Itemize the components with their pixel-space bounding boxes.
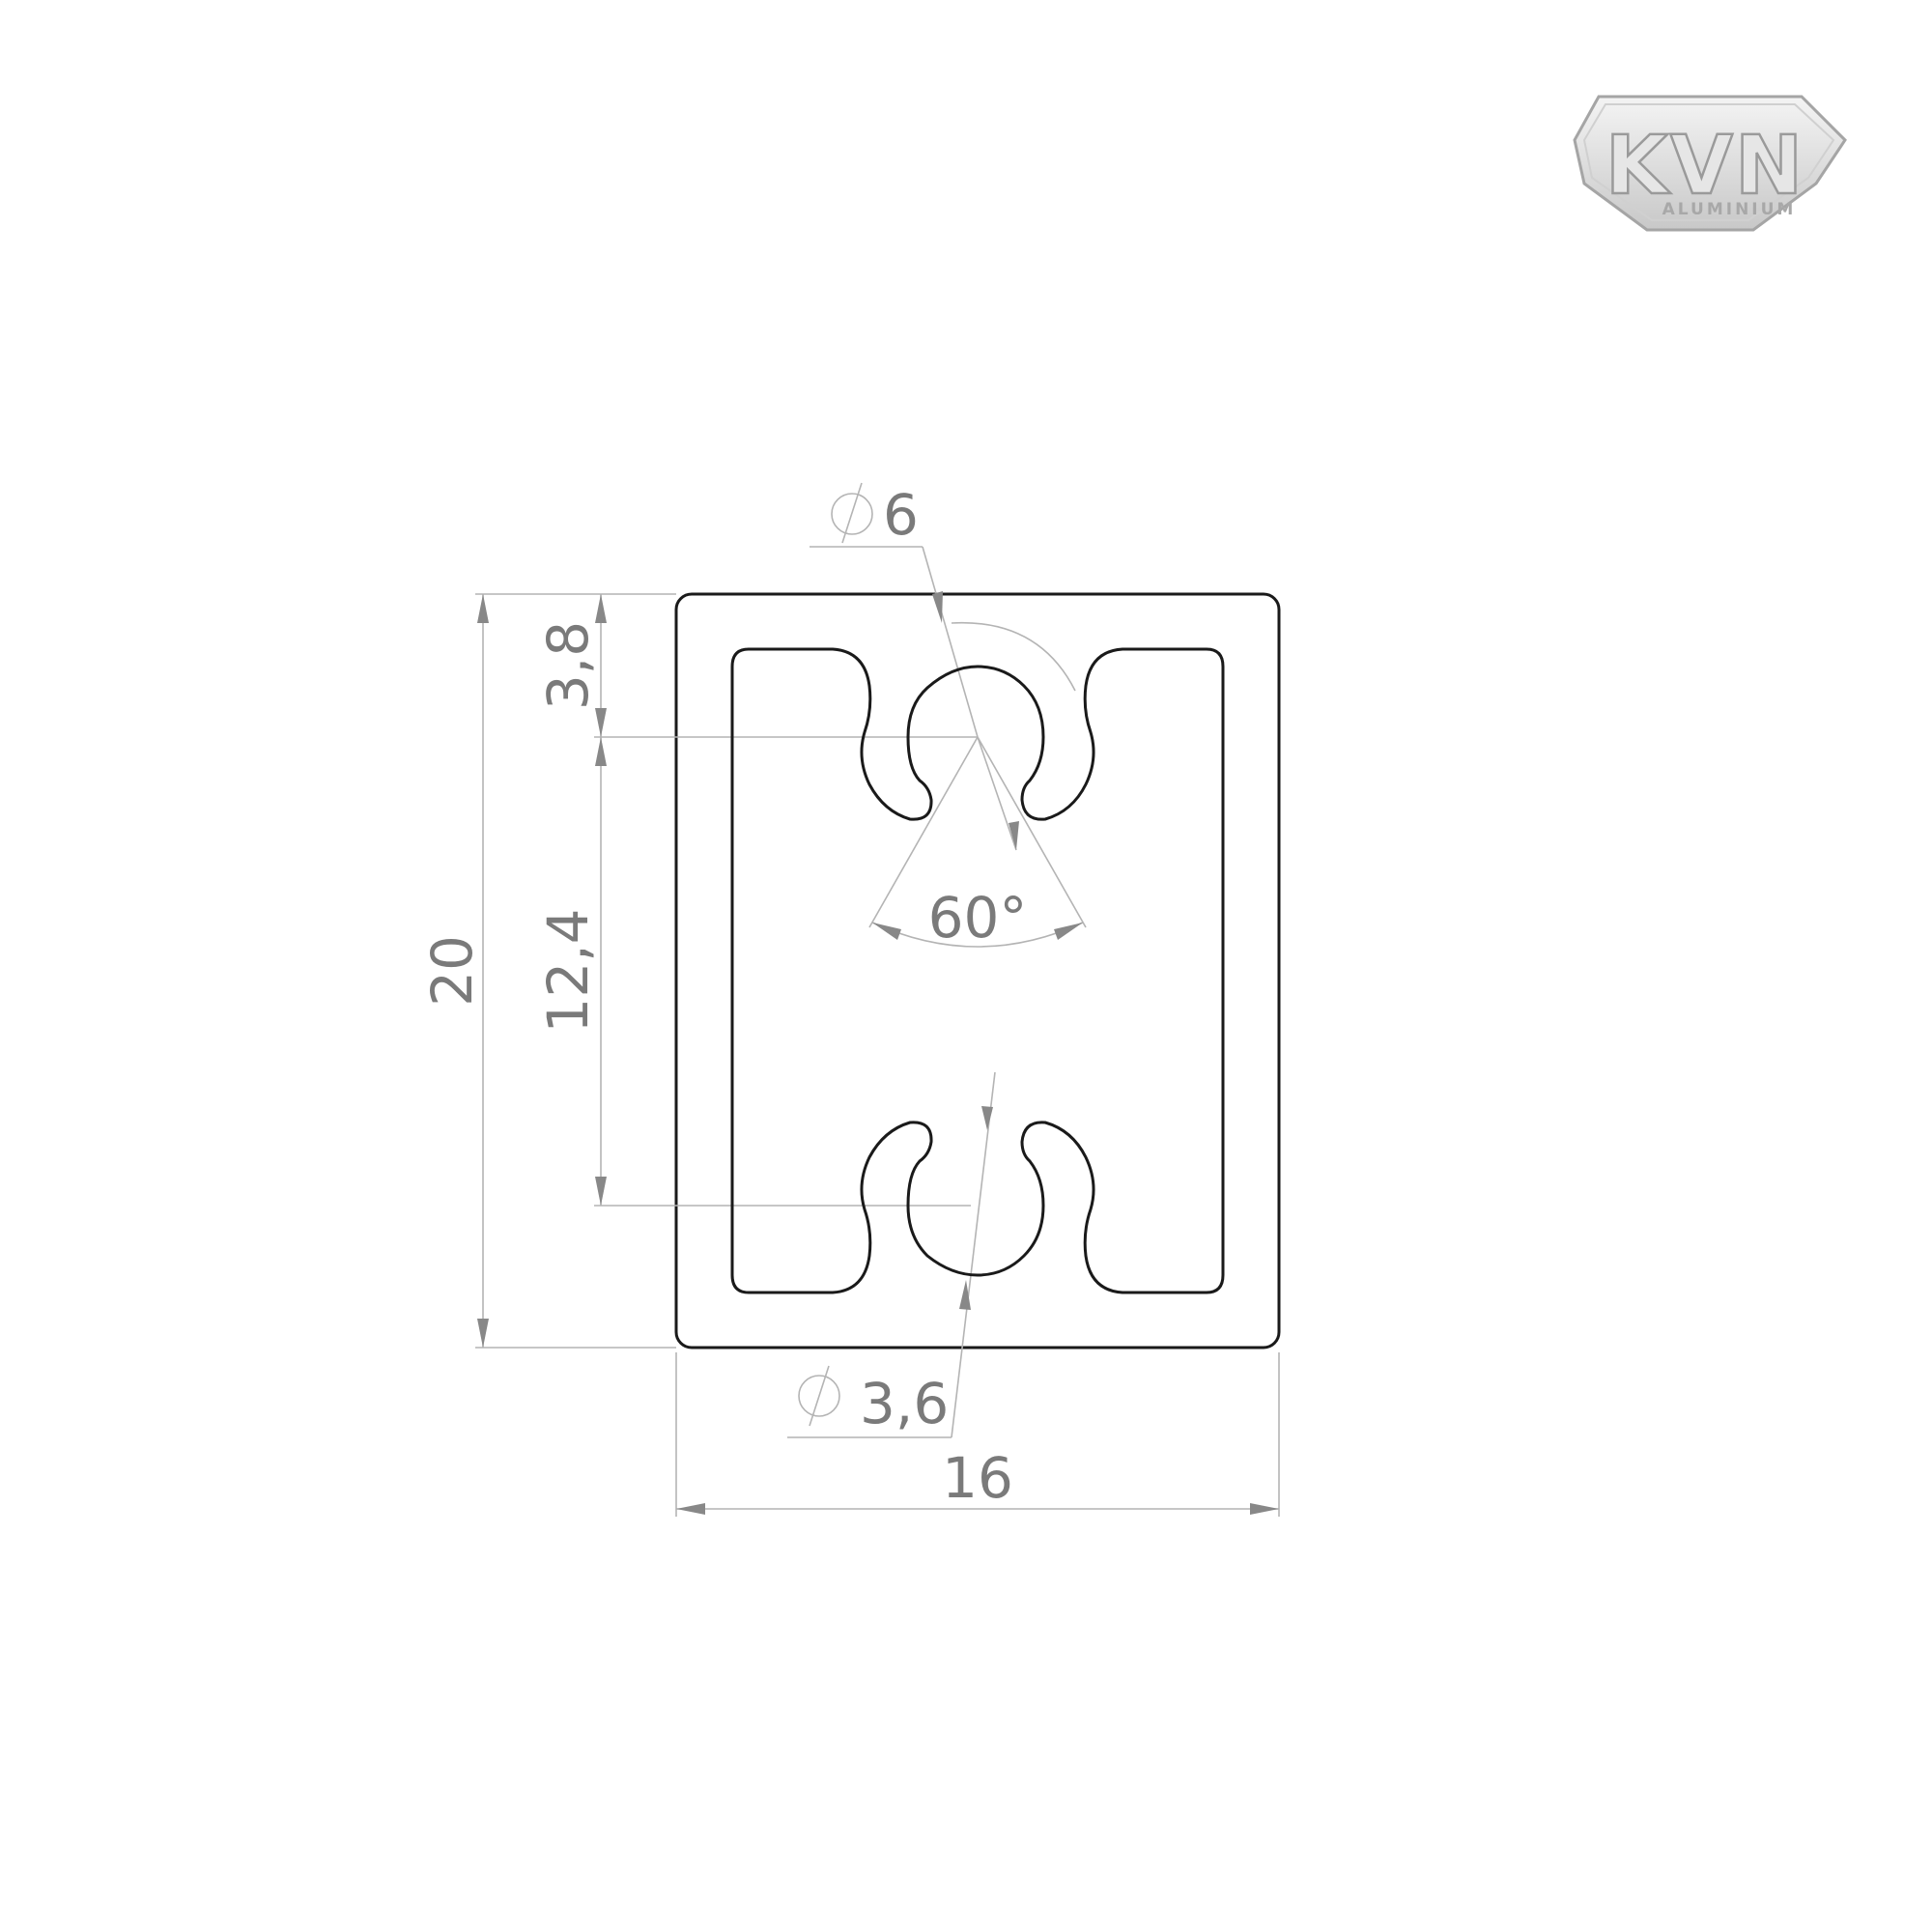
dimension-angle: 60°	[928, 885, 1028, 951]
logo-subtitle-text: ALUMINIUM	[1662, 200, 1797, 219]
dimension-height: 20	[419, 935, 485, 1007]
slot-geometry	[730, 647, 1225, 1294]
dimension-diameter-top: 6	[883, 482, 919, 548]
dimensions-layer: 16 20 3,8 12,4 6 3,6	[419, 482, 1280, 1517]
outer-boundary	[674, 592, 1281, 1350]
left-cavity	[730, 647, 1225, 1294]
logo-brand-text: KVN	[1605, 118, 1804, 213]
profile-outline	[674, 592, 1281, 1350]
dimension-diameter-bottom: 3,6	[860, 1371, 949, 1436]
dimension-top-offset: 3,8	[535, 621, 601, 710]
kvn-logo: KVN ALUMINIUM	[1573, 95, 1847, 232]
dimension-width: 16	[942, 1445, 1013, 1511]
dimension-slot-spacing: 12,4	[535, 908, 601, 1033]
